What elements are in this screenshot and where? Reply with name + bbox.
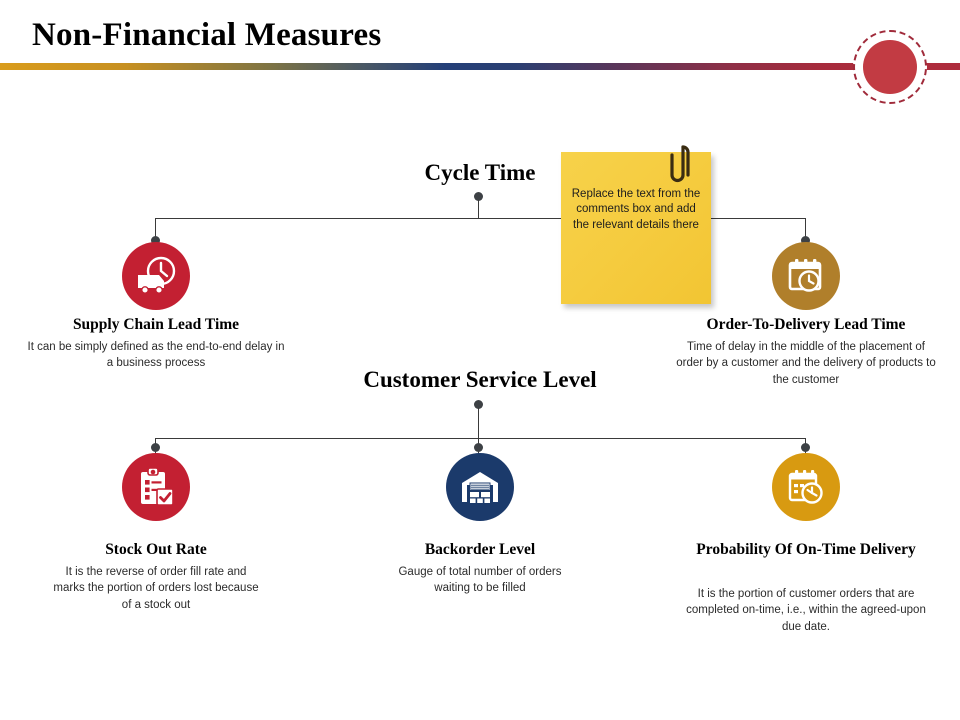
item-desc-order-to-delivery-lead-time: Time of delay in the middle of the place… — [676, 341, 936, 386]
connector-stem-cycle-time — [478, 200, 479, 219]
item-desc-supply-chain-lead-time: It can be simply defined as the end-to-e… — [27, 341, 285, 370]
header-gradient-rule — [0, 63, 890, 70]
item-title-backorder-level: Backorder Level — [424, 541, 536, 558]
item-title-supply-chain-lead-time: Supply Chain Lead Time — [72, 316, 240, 333]
node-dot-customer-service-level — [474, 400, 483, 409]
item-title-order-to-delivery-lead-time: Order-To-Delivery Lead Time — [706, 316, 906, 333]
group-heading-customer-service-level: Customer Service Level — [363, 367, 597, 392]
node-dot-probability-on-time — [801, 443, 810, 452]
paperclip-icon — [670, 145, 696, 191]
icon-circle-probability-of-on-time-delivery[interactable] — [772, 453, 840, 521]
comments-sticky-note[interactable]: Replace the text from the comments box a… — [561, 145, 711, 304]
warehouse-icon — [460, 470, 500, 504]
connector-bar-cycle-time — [155, 218, 806, 219]
node-dot-cycle-time — [474, 192, 483, 201]
item-desc-backorder-level: Gauge of total number of orders waiting … — [398, 566, 562, 595]
connector-drop-order-to-delivery — [805, 218, 806, 240]
connector-stem-customer-service-level — [478, 408, 479, 438]
node-dot-backorder-level — [474, 443, 483, 452]
item-desc-probability-of-on-time-delivery: It is the portion of customer orders tha… — [686, 588, 926, 633]
calendar-clock-icon — [785, 466, 827, 508]
group-heading-cycle-time: Cycle Time — [424, 160, 536, 185]
header-badge-dot — [863, 40, 917, 94]
item-title-probability-of-on-time-delivery: Probability Of On-Time Delivery — [696, 541, 916, 558]
icon-circle-order-to-delivery-lead-time[interactable] — [772, 242, 840, 310]
clipboard-check-icon — [136, 466, 176, 508]
truck-clock-icon — [134, 255, 178, 297]
page-title: Non-Financial Measures — [32, 17, 382, 53]
node-dot-supply-chain — [151, 236, 160, 245]
node-dot-stock-out-rate — [151, 443, 160, 452]
item-title-stock-out-rate: Stock Out Rate — [105, 541, 207, 558]
node-dot-order-to-delivery — [801, 236, 810, 245]
connector-bar-customer-service-level — [155, 438, 806, 439]
icon-circle-supply-chain-lead-time[interactable] — [122, 242, 190, 310]
calendar-clock-icon — [785, 255, 827, 297]
header-rule-right-segment — [918, 63, 960, 70]
connector-drop-supply-chain — [155, 218, 156, 240]
icon-circle-stock-out-rate[interactable] — [122, 453, 190, 521]
item-desc-stock-out-rate: It is the reverse of order fill rate and… — [53, 566, 259, 611]
icon-circle-backorder-level[interactable] — [446, 453, 514, 521]
sticky-note-text: Replace the text from the comments box a… — [571, 188, 701, 231]
